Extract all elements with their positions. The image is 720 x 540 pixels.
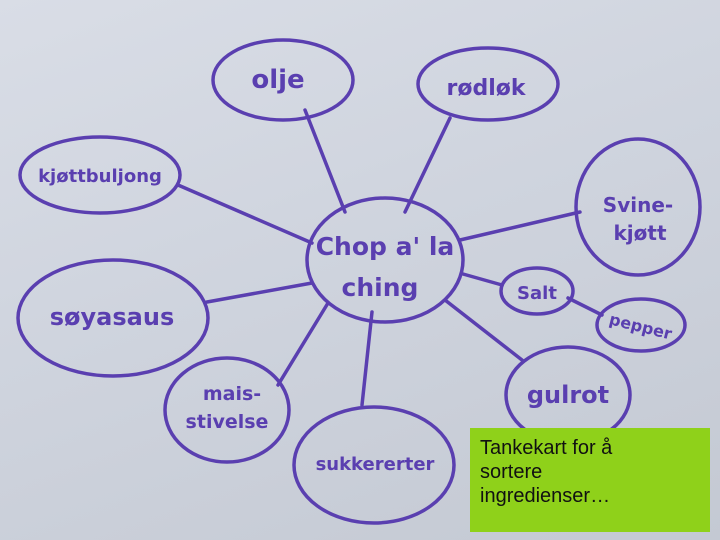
pepper-label: pepper bbox=[607, 310, 674, 344]
sukkererter-label: sukkererter bbox=[316, 454, 435, 475]
salt-bubble bbox=[499, 266, 575, 316]
caption-line2: sortere bbox=[480, 461, 543, 483]
salt-label: Salt bbox=[517, 283, 557, 304]
link-sukkererter bbox=[360, 310, 374, 407]
link-gulrot bbox=[443, 298, 524, 362]
center-bubble bbox=[305, 196, 465, 324]
link-rodlok bbox=[403, 116, 452, 214]
center-label-line2: ching bbox=[342, 273, 419, 302]
pepper-bubble bbox=[595, 297, 687, 353]
olje-bubble bbox=[211, 38, 355, 122]
kjottbuljong-bubble bbox=[18, 135, 182, 215]
rodlok-label: rødløk bbox=[447, 76, 527, 101]
maisstivelse-bubble bbox=[163, 356, 291, 464]
soyasaus-bubble bbox=[16, 258, 210, 378]
svinekjott-label-line2: kjøtt bbox=[613, 221, 666, 245]
link-kjottbuljong bbox=[176, 183, 314, 245]
soyasaus-label: søyasaus bbox=[50, 303, 174, 331]
link-salt bbox=[461, 272, 504, 287]
caption-box: Tankekart for å sortere ingredienser… bbox=[470, 428, 710, 532]
maisstivelse-label-line2: stivelse bbox=[186, 411, 269, 433]
svinekjott-bubble bbox=[574, 137, 702, 277]
rodlok-bubble bbox=[416, 46, 560, 122]
link-soyasaus bbox=[205, 281, 314, 304]
link-svinekjott bbox=[458, 210, 582, 242]
caption-line3: ingredienser… bbox=[480, 485, 611, 507]
link-maisstivelse bbox=[276, 301, 330, 387]
maisstivelse-label-line1: mais- bbox=[203, 383, 261, 405]
olje-label: olje bbox=[251, 65, 304, 95]
svinekjott-label-line1: Svine- bbox=[603, 193, 673, 217]
gulrot-label: gulrot bbox=[527, 381, 609, 409]
kjottbuljong-label: kjøttbuljong bbox=[38, 166, 162, 187]
center-label-line1: Chop a' la bbox=[316, 232, 455, 261]
caption-line1: Tankekart for å bbox=[480, 437, 613, 459]
link-pepper bbox=[566, 296, 604, 317]
connector-lines bbox=[176, 108, 604, 407]
sukkererter-bubble bbox=[292, 405, 456, 525]
link-olje bbox=[303, 108, 347, 214]
